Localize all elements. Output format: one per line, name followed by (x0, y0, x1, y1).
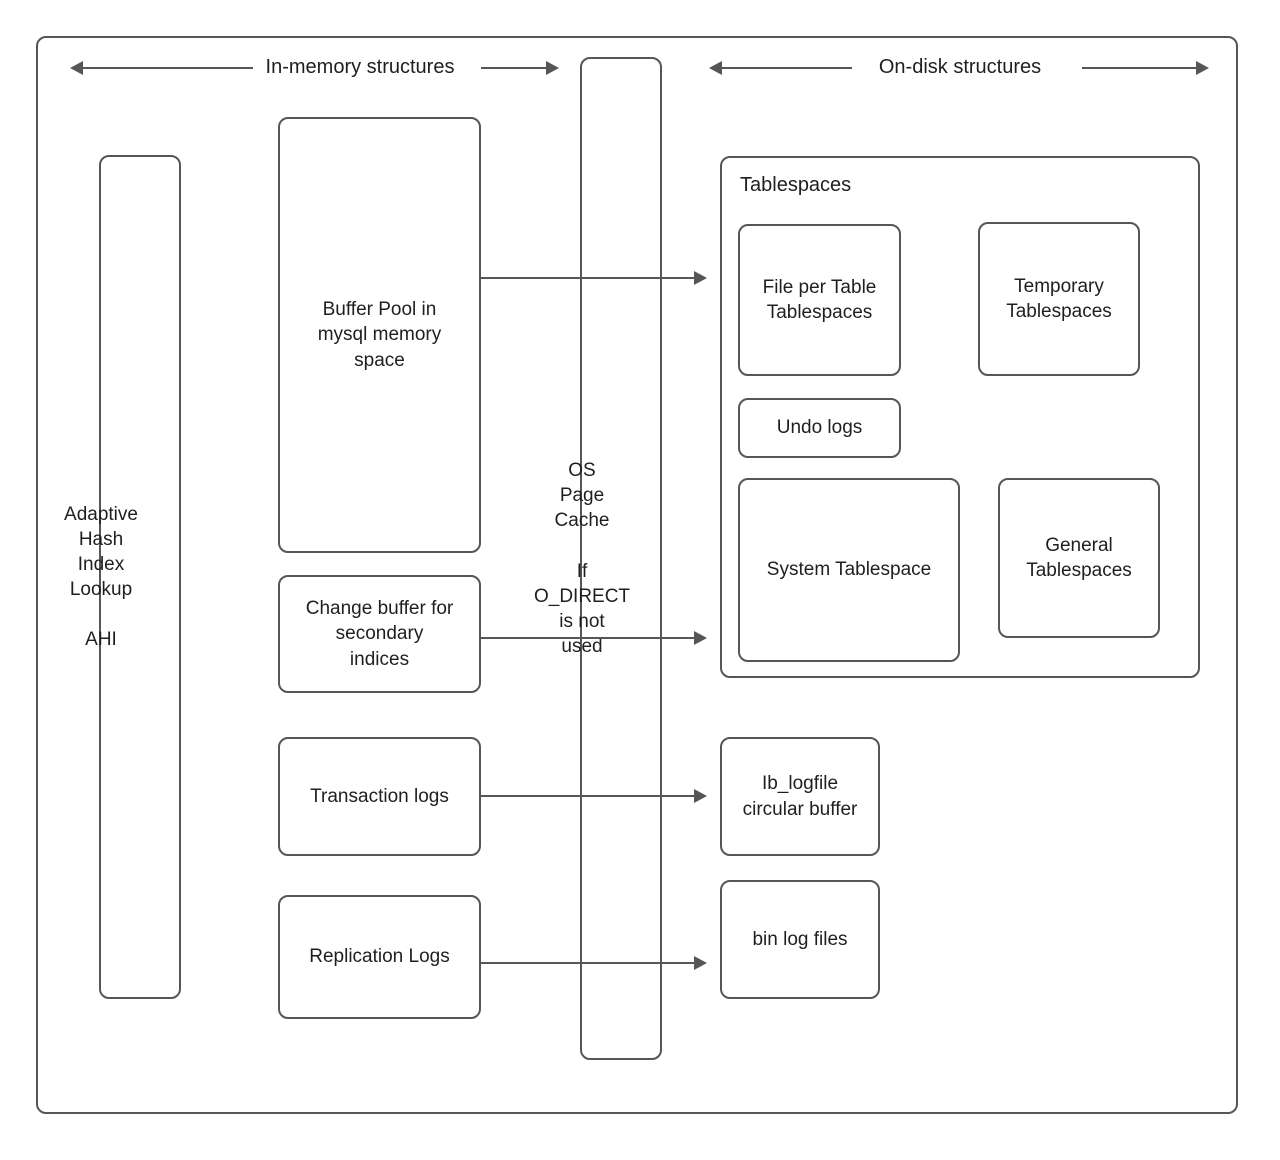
undo-logs-label: Undo logs (776, 417, 863, 439)
bin-log-files-label: bin log files (752, 928, 848, 950)
on-disk-arrow-left-line (722, 67, 852, 69)
connector-transaction-to-iblogfile-line (481, 795, 696, 797)
tablespaces-title: Tablespaces (740, 174, 852, 196)
transaction-logs-box[interactable]: Transaction logs (278, 737, 481, 856)
connector-replication-to-binlog-head (694, 956, 707, 970)
system-tablespace-label: System Tablespace (766, 559, 932, 581)
in-memory-arrow-left-head (70, 61, 83, 75)
on-disk-arrow-left-head (709, 61, 722, 75)
undo-logs-box[interactable]: Undo logs (738, 398, 901, 458)
buffer-pool-label: Buffer Pool in mysql memory space (317, 299, 442, 371)
system-tablespace-box[interactable]: System Tablespace (738, 478, 960, 662)
ib-logfile-label: Ib_logfile circular buffer (742, 773, 858, 820)
on-disk-arrow-right-head (1196, 61, 1209, 75)
connector-bufferpool-to-fileper-line (481, 277, 696, 279)
in-memory-arrow-left-line (83, 67, 253, 69)
in-memory-label: In-memory structures (265, 56, 455, 78)
connector-changebuffer-to-system-head (694, 631, 707, 645)
replication-logs-box[interactable]: Replication Logs (278, 895, 481, 1019)
in-memory-arrow-right-line (481, 67, 549, 69)
connector-transaction-to-iblogfile-head (694, 789, 707, 803)
buffer-pool-box[interactable]: Buffer Pool in mysql memory space (278, 117, 481, 553)
connector-changebuffer-to-system-line (481, 637, 696, 639)
general-tablespaces-label: General Tablespaces (1026, 534, 1132, 581)
outer-frame (36, 36, 1238, 1114)
in-memory-arrow-right-head (546, 61, 559, 75)
change-buffer-box[interactable]: Change buffer for secondary indices (278, 575, 481, 693)
file-per-table-tablespaces-box[interactable]: File per Table Tablespaces (738, 224, 901, 376)
temporary-tablespaces-label: Temporary Tablespaces (1006, 275, 1112, 322)
os-page-cache-box[interactable]: OS Page Cache If O_DIRECT is not used (534, 57, 662, 1060)
temporary-tablespaces-box[interactable]: Temporary Tablespaces (978, 222, 1140, 376)
general-tablespaces-box[interactable]: General Tablespaces (998, 478, 1160, 638)
on-disk-arrow-right-line (1082, 67, 1200, 69)
on-disk-label: On-disk structures (878, 56, 1042, 78)
change-buffer-label: Change buffer for secondary indices (305, 598, 454, 670)
adaptive-hash-index-box[interactable]: Adaptive Hash Index Lookup AHI (64, 155, 181, 999)
transaction-logs-label: Transaction logs (310, 785, 449, 807)
os-page-cache-label: OS Page Cache If O_DIRECT is not used (533, 460, 631, 657)
adaptive-hash-index-label: Adaptive Hash Index Lookup AHI (64, 503, 138, 651)
file-per-table-label: File per Table Tablespaces (762, 276, 877, 323)
bin-log-files-box[interactable]: bin log files (720, 880, 880, 999)
replication-logs-label: Replication Logs (309, 946, 450, 968)
ib-logfile-box[interactable]: Ib_logfile circular buffer (720, 737, 880, 856)
connector-replication-to-binlog-line (481, 962, 696, 964)
connector-bufferpool-to-fileper-head (694, 271, 707, 285)
